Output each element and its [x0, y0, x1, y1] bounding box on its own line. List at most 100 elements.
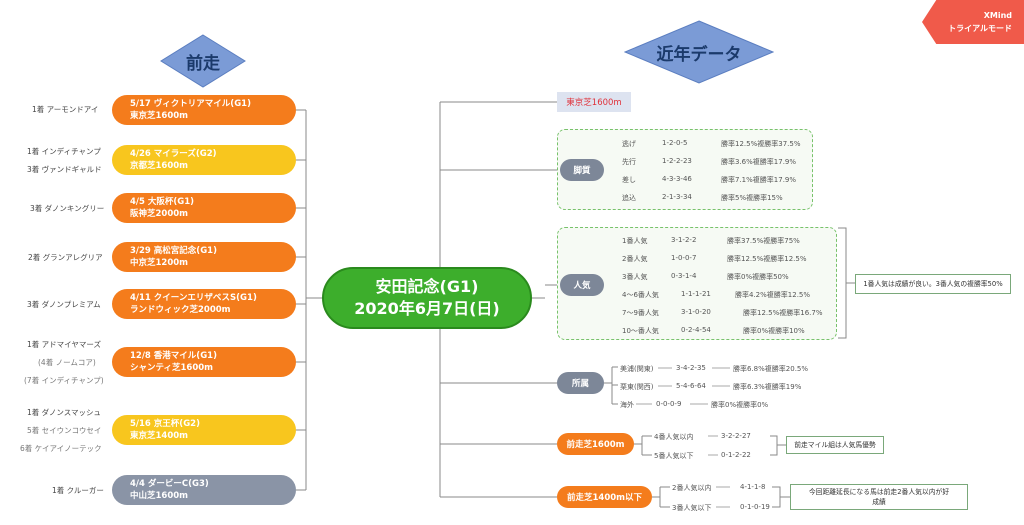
stat-record: 4-3-3-46 — [662, 175, 692, 183]
stat-rate: 勝率37.5%複勝率75% — [727, 237, 800, 245]
prev-race-course: ランドウィック芝2000m — [130, 305, 231, 315]
stat-record: 1-1-1-21 — [681, 290, 711, 298]
zensou-1400-note: 今回距離延長になる馬は前走2番人気以内が好 成績 — [790, 484, 968, 510]
stat-record: 0-1-0-19 — [740, 503, 770, 511]
stat-rate: 勝率12.5%複勝率12.5% — [727, 255, 807, 263]
prev-race-course: 東京芝1600m — [130, 111, 189, 121]
stat-name: 先行 — [622, 158, 636, 166]
stat-name: 10〜番人気 — [622, 327, 659, 335]
stat-record: 3-1-0-20 — [681, 308, 711, 316]
stat-name: 7〜9番人気 — [622, 309, 659, 317]
left-header-label: 前走 — [186, 53, 220, 74]
stat-name: 5番人気以下 — [654, 452, 694, 460]
stat-rate: 勝率6.8%複勝率20.5% — [733, 365, 809, 373]
course-label[interactable]: 東京芝1600m — [557, 92, 631, 112]
horse-tag: 2着 グランアレグリア — [28, 253, 103, 262]
prev-race-course: 中山芝1600m — [130, 491, 189, 501]
horse-tag: (4着 ノームコア) — [38, 358, 96, 367]
zensou-1600-node[interactable]: 前走芝1600m — [557, 433, 634, 455]
stat-rate: 勝率6.3%複勝率19% — [733, 383, 802, 391]
xmind-trial-watermark: XMind トライアルモード — [922, 0, 1024, 44]
horse-tag: 3着 ダノンプレミアム — [27, 300, 101, 309]
prev-race-node[interactable]: 5/16 京王杯(G2) 東京芝1400m — [112, 415, 296, 445]
horse-tag: (7着 インディチャンプ) — [24, 376, 104, 385]
prev-race-node[interactable]: 4/26 マイラーズ(G2) 京都芝1600m — [112, 145, 296, 175]
stat-record: 0-1-2-22 — [721, 451, 751, 459]
prev-race-course: 京都芝1600m — [130, 161, 189, 171]
stat-record: 5-4-6-64 — [676, 382, 706, 390]
horse-tag: 1着 アドマイヤマーズ — [27, 340, 102, 349]
prev-race-name: 4/5 大阪杯(G1) — [130, 197, 195, 207]
stat-name: 差し — [622, 176, 636, 184]
prev-race-course: シャンティ芝1600m — [130, 363, 214, 373]
central-topic-title: 安田記念(G1) — [375, 277, 479, 296]
stat-rate: 勝率12.5%複勝率37.5% — [721, 140, 801, 148]
horse-tag: 5着 セイウンコウセイ — [27, 426, 102, 435]
stat-rate: 勝率0%複勝率10% — [743, 327, 805, 335]
stat-record: 1-2-2-23 — [662, 157, 692, 165]
stat-name: 4番人気以内 — [654, 433, 694, 441]
stat-name: 3番人気以下 — [672, 504, 712, 512]
right-header-label: 近年データ — [656, 44, 742, 65]
prev-race-node[interactable]: 4/4 ダービーC(G3) 中山芝1600m — [112, 475, 296, 505]
prev-race-node[interactable]: 12/8 香港マイル(G1) シャンティ芝1600m — [112, 347, 296, 377]
prev-race-course: 阪神芝2000m — [130, 209, 189, 219]
zensou-1600-note: 前走マイル組は人気馬優勢 — [786, 436, 884, 454]
stat-rate: 勝率5%複勝率15% — [721, 194, 783, 202]
watermark-mode: トライアルモード — [948, 24, 1012, 33]
watermark-brand: XMind — [983, 11, 1012, 20]
note-line: 成績 — [872, 498, 886, 506]
horse-tag: 1着 アーモンドアイ — [32, 105, 99, 114]
stat-record: 0-2-4-54 — [681, 326, 711, 334]
prev-race-course: 中京芝1200m — [130, 258, 189, 268]
stat-rate: 勝率0%複勝率0% — [711, 401, 769, 409]
horse-tag: 1着 インディチャンプ — [27, 147, 101, 156]
prev-race-node[interactable]: 4/11 クイーンエリザベスS(G1) ランドウィック芝2000m — [112, 289, 296, 319]
stat-record: 3-4-2-35 — [676, 364, 706, 372]
horse-tag: 1着 ダノンスマッシュ — [27, 408, 102, 417]
ninki-node[interactable]: 人気 — [560, 274, 604, 296]
left-header-diamond — [160, 34, 246, 88]
stat-record: 4-1-1-8 — [740, 483, 766, 491]
stat-name: 1番人気 — [622, 237, 648, 245]
prev-race-node[interactable]: 3/29 高松宮記念(G1) 中京芝1200m — [112, 242, 296, 272]
prev-race-name: 3/29 高松宮記念(G1) — [130, 246, 217, 256]
stat-name: 2番人気以内 — [672, 484, 712, 492]
central-topic[interactable]: 安田記念(G1) 2020年6月7日(日) — [322, 267, 532, 329]
horse-tag: 1着 クルーガー — [52, 486, 104, 495]
stat-rate: 勝率12.5%複勝率16.7% — [743, 309, 823, 317]
stat-name: 4〜6番人気 — [622, 291, 659, 299]
stat-record: 3-1-2-2 — [671, 236, 697, 244]
zensou-1400-node[interactable]: 前走芝1400m以下 — [557, 486, 652, 508]
stat-record: 2-1-3-34 — [662, 193, 692, 201]
stat-name: 逃げ — [622, 140, 636, 148]
prev-race-name: 4/26 マイラーズ(G2) — [130, 149, 217, 159]
stat-name: 追込 — [622, 194, 636, 202]
prev-race-name: 4/11 クイーンエリザベスS(G1) — [130, 293, 257, 303]
stat-rate: 勝率4.2%複勝率12.5% — [735, 291, 811, 299]
prev-race-name: 4/4 ダービーC(G3) — [130, 479, 209, 489]
prev-race-name: 5/16 京王杯(G2) — [130, 419, 200, 429]
stat-record: 3-2-2-27 — [721, 432, 751, 440]
stat-rate: 勝率0%複勝率50% — [727, 273, 789, 281]
stat-record: 0-0-0-9 — [656, 400, 682, 408]
horse-tag: 3着 ダノンキングリー — [30, 204, 105, 213]
prev-race-name: 5/17 ヴィクトリアマイル(G1) — [130, 99, 251, 109]
stat-record: 1-0-0-7 — [671, 254, 697, 262]
horse-tag: 6着 ケイアイノーテック — [20, 444, 102, 453]
prev-race-node[interactable]: 4/5 大阪杯(G1) 阪神芝2000m — [112, 193, 296, 223]
prev-race-name: 12/8 香港マイル(G1) — [130, 351, 217, 361]
stat-record: 1-2-0-5 — [662, 139, 688, 147]
right-header-diamond — [624, 20, 774, 84]
central-topic-date: 2020年6月7日(日) — [354, 299, 500, 318]
stat-name: 2番人気 — [622, 255, 648, 263]
stat-name: 3番人気 — [622, 273, 648, 281]
stat-name: 栗東(関西) — [620, 383, 654, 391]
prev-race-node[interactable]: 5/17 ヴィクトリアマイル(G1) 東京芝1600m — [112, 95, 296, 125]
ninki-note: 1番人気は成績が良い。3番人気の複勝率50% — [855, 274, 1011, 294]
stat-record: 0-3-1-4 — [671, 272, 697, 280]
shozoku-node[interactable]: 所属 — [557, 372, 604, 394]
note-line: 今回距離延長になる馬は前走2番人気以内が好 — [808, 488, 950, 496]
kyakushitsu-node[interactable]: 脚質 — [560, 159, 604, 181]
stat-name: 美浦(関東) — [620, 365, 654, 373]
